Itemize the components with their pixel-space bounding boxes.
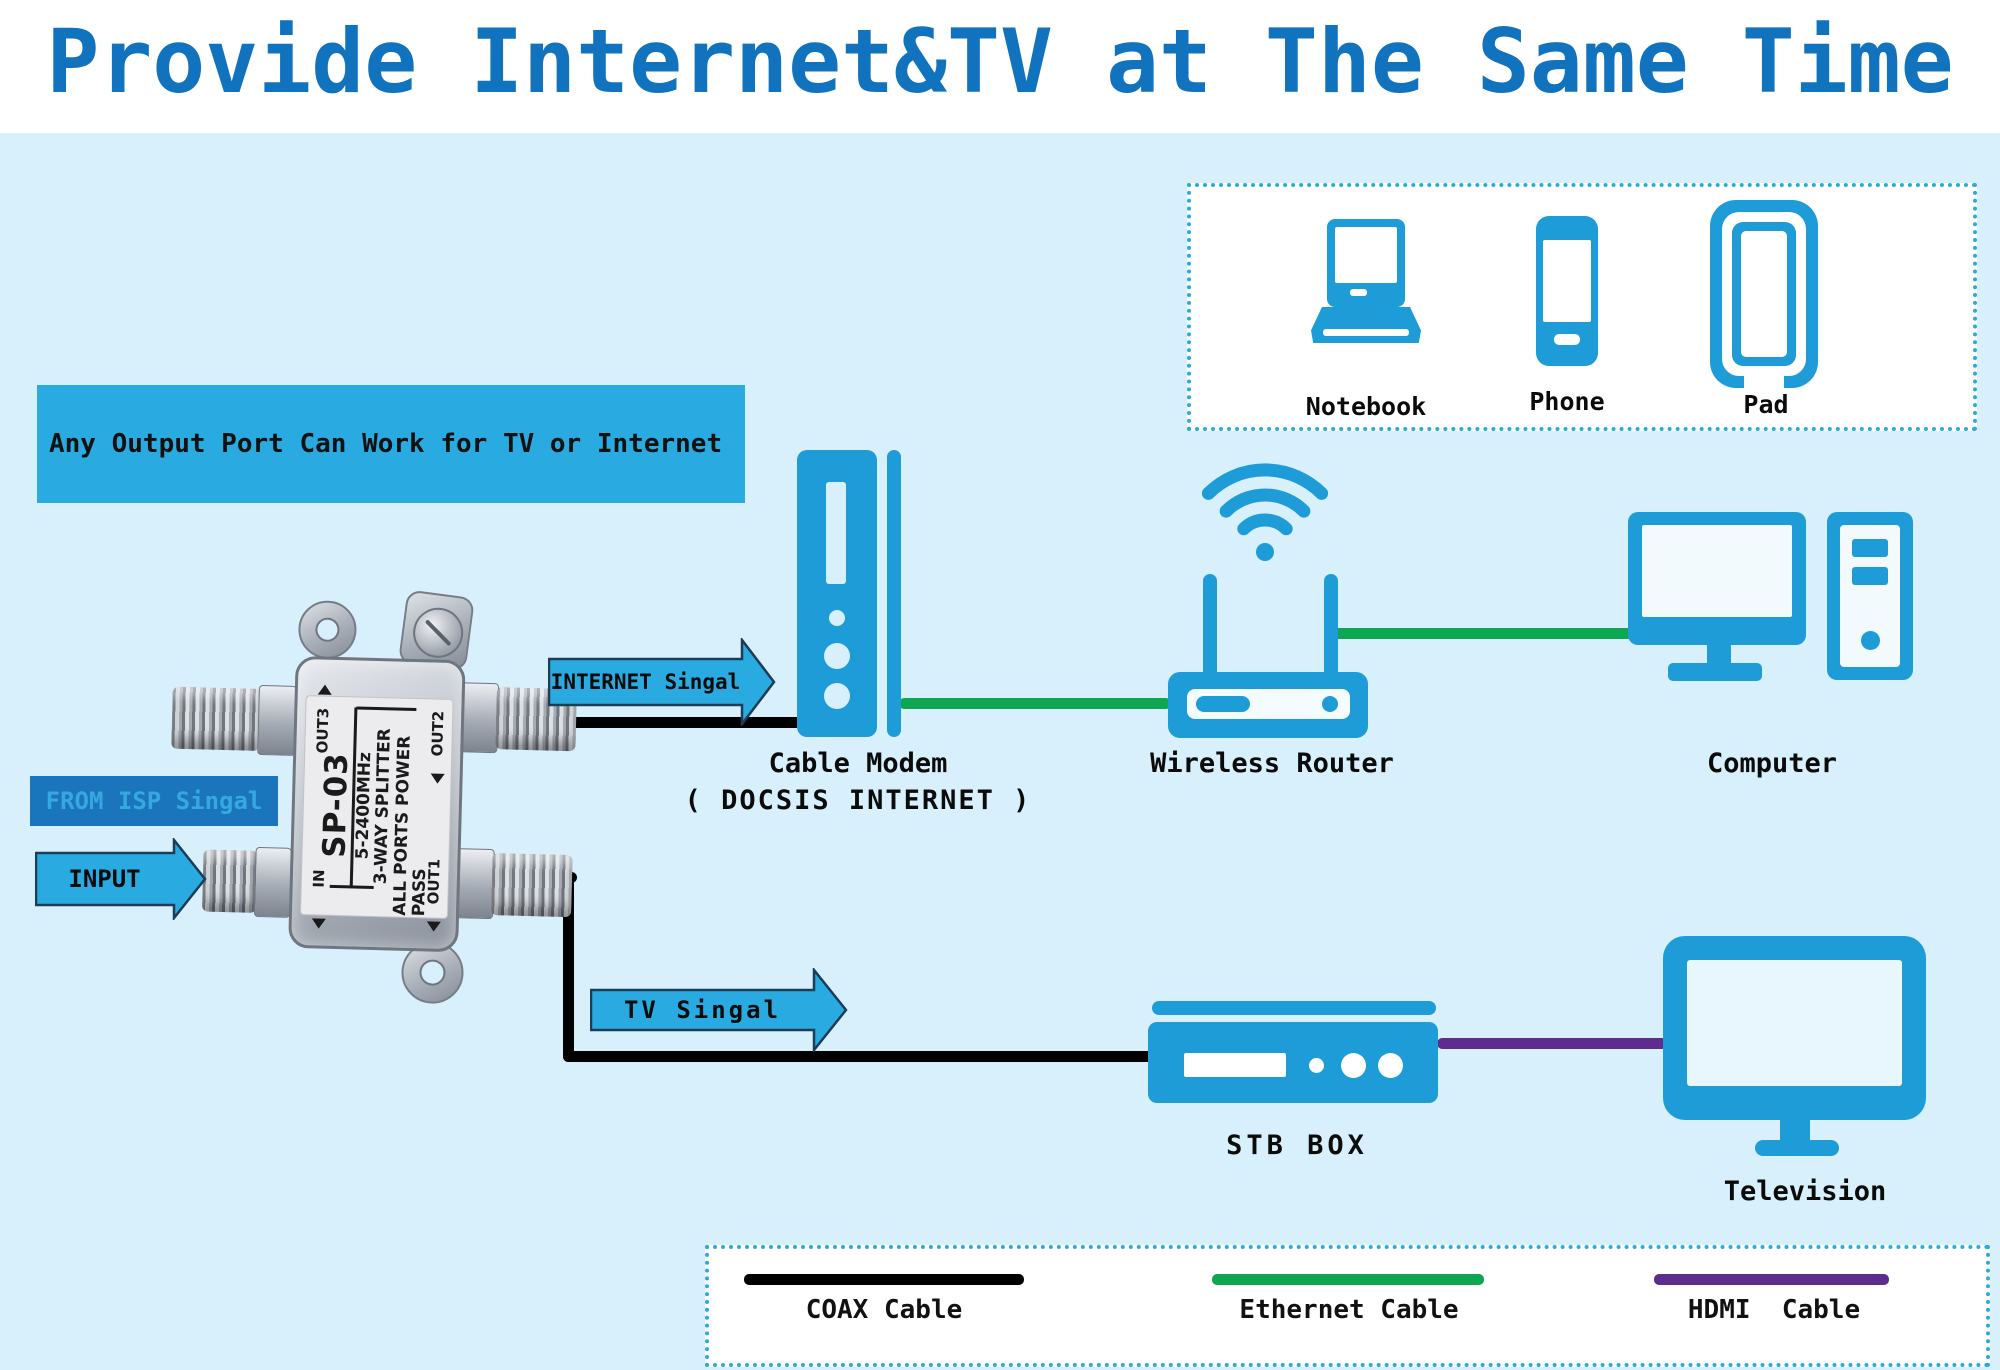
stb-box-icon [1148,1022,1438,1103]
television-neck [1780,1118,1810,1144]
computer-label: Computer [1706,748,1838,779]
cable-modem-label: Cable Modem [768,748,948,779]
splitter-port-out2-label: OUT2 [428,710,448,757]
router-antenna-right [1324,574,1338,676]
port-arrow-out1 [426,921,441,932]
coax-cable-line-out1-c [563,1051,1153,1062]
pad-icon [1710,200,1818,388]
splitter-port-out1-connector [454,848,573,921]
ethernet-cable-line-modem-router [899,698,1171,709]
from-isp-text: FROM ISP Singal [45,787,263,815]
monitor-base [1668,663,1762,681]
splitter-port-in-label: IN [309,869,329,888]
splitter-model: SP-03 [316,751,356,859]
coax-cable-line-out2 [558,717,802,728]
notebook-label: Notebook [1305,392,1427,421]
internet-signal-arrow: INTERNET Singal [547,636,776,728]
wireless-router-icon [1168,672,1368,738]
note-box: Any Output Port Can Work for TV or Inter… [37,385,745,503]
router-slot [1187,689,1350,719]
cable-legend-panel: COAX Cable Ethernet Cable HDMI Cable [705,1245,1990,1367]
internet-signal-label: INTERNET Singal [550,670,741,694]
input-arrow-shape [34,836,207,922]
television-label: Television [1723,1176,1887,1207]
tower-face [1840,525,1900,667]
coax-cable-swatch [744,1274,1024,1285]
note-text: Any Output Port Can Work for TV or Inter… [49,429,723,459]
ethernet-cable-legend-label: Ethernet Cable [1239,1295,1459,1325]
monitor-screen [1642,525,1792,617]
cable-modem-icon [797,450,877,737]
computer-tower-icon [1827,512,1913,680]
television-base [1755,1140,1839,1156]
input-arrow: INPUT [34,836,207,922]
splitter-screw [410,604,467,661]
splitter-device: SP-03 5-2400MHz 3-WAY SPLITTER ALL PORTS… [149,574,600,1025]
coax-cable-line-out1-b [563,872,574,1062]
splitter-port-out3-label: OUT3 [313,707,333,754]
wireless-router-label: Wireless Router [1150,748,1394,779]
coax-cable-legend-label: COAX Cable [805,1295,963,1325]
router-antenna-left [1203,574,1217,676]
port-arrow-out2 [430,773,445,784]
television-icon [1663,936,1926,1120]
computer-monitor-icon [1628,512,1806,645]
input-arrow-label: INPUT [68,865,141,893]
client-devices-panel: Notebook Phone Pad [1187,183,1977,431]
pad-label: Pad [1743,390,1789,419]
page-title: Provide Internet&TV at The Same Time [46,10,1954,113]
port-arrow-out3 [317,684,332,695]
stb-box-label: STB BOX [1226,1130,1368,1161]
stb-display-slot [1184,1053,1286,1077]
monitor-neck [1707,645,1731,665]
tv-signal-label: TV Singal [623,996,782,1024]
ethernet-cable-line-router-computer [1331,628,1633,639]
cable-modem-stand [887,450,901,737]
hdmi-cable-line-stb-tv [1437,1038,1667,1049]
wifi-icon [1201,463,1329,561]
internet-signal-arrow-shape [547,636,776,728]
modem-slot [826,482,846,584]
ethernet-cable-swatch [1212,1274,1484,1285]
stb-top-bar [1152,1001,1436,1015]
hdmi-cable-swatch [1654,1274,1889,1285]
title-bar: Provide Internet&TV at The Same Time [0,0,2000,133]
cable-modem-sublabel: ( DOCSIS INTERNET ) [684,785,1032,816]
phone-label: Phone [1529,387,1605,416]
splitter-ear-top-left [297,599,358,660]
tv-signal-arrow-shape [589,966,848,1054]
from-isp-box: FROM ISP Singal [30,776,278,826]
port-arrow-in [311,918,326,929]
splitter-port-out3-connector [171,683,297,756]
splitter-port-in-connector [202,846,292,918]
television-screen [1687,960,1902,1086]
tv-signal-arrow: TV Singal [589,966,848,1054]
hdmi-cable-legend-label: HDMI Cable [1687,1295,1861,1325]
phone-icon [1536,216,1598,366]
splitter-port-out1-label: OUT1 [424,858,444,905]
